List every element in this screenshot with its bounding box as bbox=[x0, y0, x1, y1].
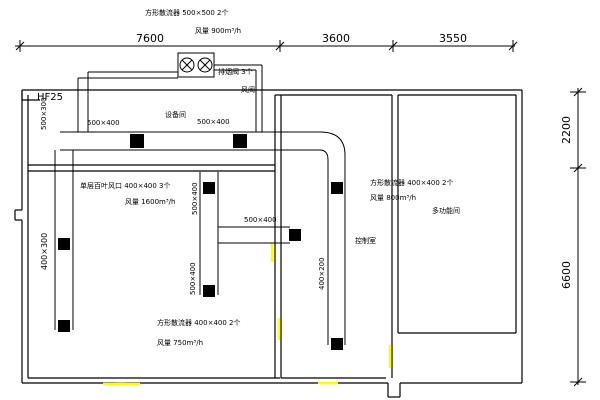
branch-duct-label: 500×400 bbox=[244, 216, 277, 224]
right-diffuser-label: 方形散流器 400×400 2个 bbox=[370, 178, 454, 187]
vertical-duct-left-label: 400×300 bbox=[40, 233, 49, 270]
multi-room-label: 多功能间 bbox=[432, 206, 460, 215]
louver-airflow-label: 风量 1600m³/h bbox=[125, 198, 175, 206]
bottom-diffuser-label: 方形散流器 400×400 2个 bbox=[157, 318, 241, 327]
right-dim-1: 2200 bbox=[560, 116, 573, 144]
vertical-duct-mid2-label: 500×400 bbox=[189, 262, 197, 295]
top-diffuser-label: 方形散流器 500×500 2个 bbox=[145, 8, 229, 17]
right-dim-2: 6600 bbox=[560, 261, 573, 289]
top-airflow-label: 风量 900m³/h bbox=[195, 27, 241, 35]
equipment-room-label: 设备间 bbox=[165, 110, 186, 119]
top-dim-1: 7600 bbox=[136, 32, 164, 45]
top-dimension-line bbox=[15, 40, 518, 52]
bottom-airflow-label: 风量 750m³/h bbox=[157, 339, 203, 347]
right-airflow-label: 风量 800m³/h bbox=[370, 194, 416, 202]
duct-network bbox=[54, 64, 346, 345]
fire-damper-label: 风阀 bbox=[241, 85, 255, 94]
fan-icon bbox=[177, 52, 215, 78]
right-dimension-line bbox=[570, 87, 586, 387]
hf-unit-label: HF25 bbox=[37, 92, 63, 103]
vertical-duct-mid-label: 500×400 bbox=[191, 182, 199, 215]
control-room-label: 控制室 bbox=[355, 236, 376, 245]
right-vertical-duct-label: 400×200 bbox=[318, 257, 326, 290]
doors bbox=[103, 243, 392, 386]
square-diffuser-icon bbox=[58, 134, 343, 350]
single-louver-label: 单层百叶风口 400×400 3个 bbox=[80, 181, 171, 190]
building-walls bbox=[14, 89, 523, 398]
left-small-duct-label: 500×300 bbox=[40, 97, 48, 130]
exhaust-valve-label: 排烟阀 3个 bbox=[218, 67, 253, 76]
top-dim-3: 3550 bbox=[439, 32, 467, 45]
top-dim-2: 3600 bbox=[322, 32, 350, 45]
duct-main-left-label: 500×400 bbox=[87, 119, 120, 127]
duct-main-right-label: 500×400 bbox=[197, 118, 230, 126]
